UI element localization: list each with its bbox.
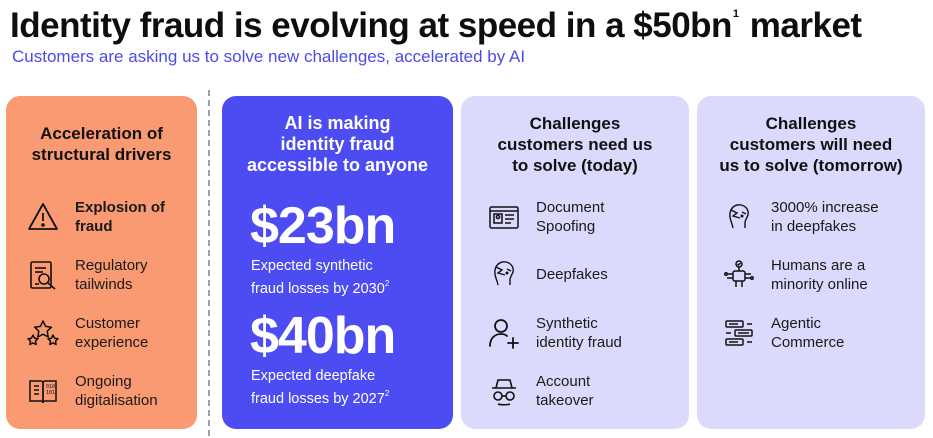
add-person-icon	[486, 315, 522, 351]
stat-value-deepfake: $40bn	[250, 307, 396, 365]
deepfake-face-icon	[486, 256, 522, 292]
ai-network-icon	[721, 257, 757, 293]
dashed-divider	[208, 90, 210, 436]
tomorrow-card: Challenges customers will need us to sol…	[697, 96, 925, 429]
stat-caption-deepfake: Expected deepfake fraud losses by 20272	[251, 368, 390, 407]
drivers-card: Acceleration of structural drivers Explo…	[6, 96, 197, 429]
page-title: Identity fraud is evolving at speed in a…	[10, 6, 862, 45]
drivers-card-title: Acceleration of structural drivers	[31, 124, 172, 164]
svg-text:010: 010	[46, 384, 55, 390]
spy-icon	[486, 373, 522, 409]
today-card-title: Challenges customers need us to solve (t…	[497, 114, 653, 175]
stat-caption-synthetic: Expected synthetic fraud losses by 20302	[251, 258, 390, 297]
page-subtitle: Customers are asking us to solve new cha…	[12, 47, 526, 66]
today-card: Challenges customers need us to solve (t…	[461, 96, 689, 429]
regulatory-document-icon	[25, 257, 61, 293]
stat-value-synthetic: $23bn	[250, 197, 396, 255]
warning-icon	[25, 199, 61, 235]
svg-text:101: 101	[46, 390, 55, 396]
agentic-list-icon	[721, 315, 757, 351]
deepfake-face-icon	[721, 199, 757, 235]
tomorrow-card-title: Challenges customers will need us to sol…	[719, 114, 903, 175]
id-card-icon	[486, 199, 522, 235]
stars-rating-icon	[25, 315, 61, 351]
ai-card: AI is making identity fraud accessible t…	[222, 96, 453, 429]
ai-card-title: AI is making identity fraud accessible t…	[246, 113, 429, 175]
today-item-deepfakes: Deepfakes	[486, 256, 608, 292]
